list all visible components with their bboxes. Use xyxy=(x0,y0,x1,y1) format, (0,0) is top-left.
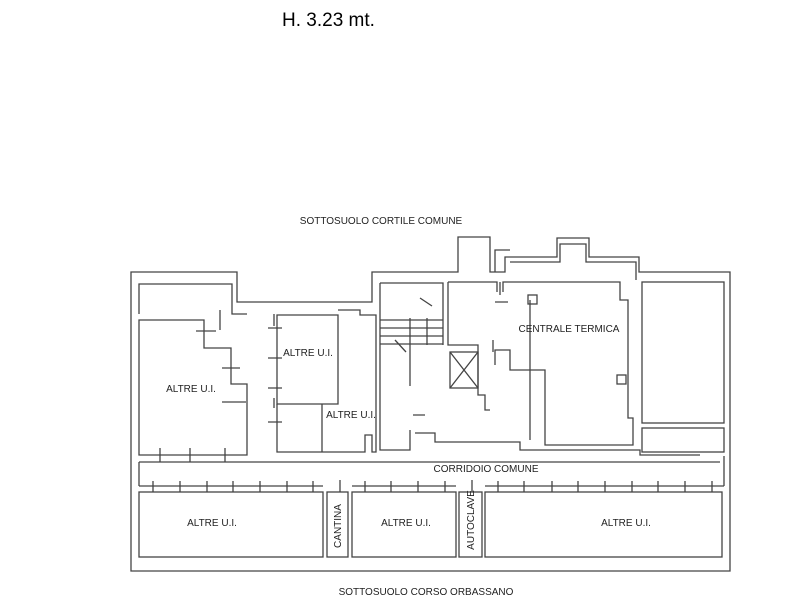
outer-wall xyxy=(130,236,731,572)
pillar xyxy=(527,294,538,305)
floor-height-label: H. 3.23 mt. xyxy=(282,10,375,31)
room-autoclave xyxy=(458,491,483,558)
label-corso-orbassano: SOTTOSUOLO CORSO ORBASSANO xyxy=(339,587,514,598)
label-corridoio-comune: CORRIDOIO COMUNE xyxy=(434,464,539,475)
elevator-x-icon xyxy=(449,351,479,389)
outer-wall-inner xyxy=(494,243,637,280)
label-altre-ui: ALTRE U.I. xyxy=(381,518,431,529)
room-centrale-termica xyxy=(447,281,634,446)
label-altre-ui: ALTRE U.I. xyxy=(187,518,237,529)
corridor-wall-top xyxy=(138,456,725,486)
pillar xyxy=(616,374,627,385)
room-altre-ui-left xyxy=(138,319,248,456)
label-cantina: CANTINA xyxy=(333,504,344,548)
room-altre-ui-mid-upper xyxy=(276,314,339,405)
internal-wall xyxy=(415,300,700,456)
room-top-left xyxy=(138,283,247,315)
room-altre-ui-bottom-right xyxy=(484,491,723,558)
label-altre-ui: ALTRE U.I. xyxy=(326,410,376,421)
stair-core xyxy=(379,282,444,451)
room-altre-ui-mid-lower xyxy=(276,309,377,453)
room-cantina xyxy=(326,491,349,558)
label-altre-ui: ALTRE U.I. xyxy=(601,518,651,529)
corridor-ticks xyxy=(152,480,713,492)
label-altre-ui: ALTRE U.I. xyxy=(166,384,216,395)
stairs-icon xyxy=(380,297,443,386)
label-cortile-comune: SOTTOSUOLO CORTILE COMUNE xyxy=(300,216,463,227)
door-marks xyxy=(159,310,282,462)
room-right-upper xyxy=(641,281,725,424)
label-autoclave: AUTOCLAVE xyxy=(466,490,477,550)
room-right-lower xyxy=(641,427,725,453)
room-altre-ui-bottom-left xyxy=(138,491,324,558)
label-altre-ui: ALTRE U.I. xyxy=(283,348,333,359)
label-centrale-termica: CENTRALE TERMICA xyxy=(519,324,620,335)
room-altre-ui-bottom-mid xyxy=(351,491,457,558)
